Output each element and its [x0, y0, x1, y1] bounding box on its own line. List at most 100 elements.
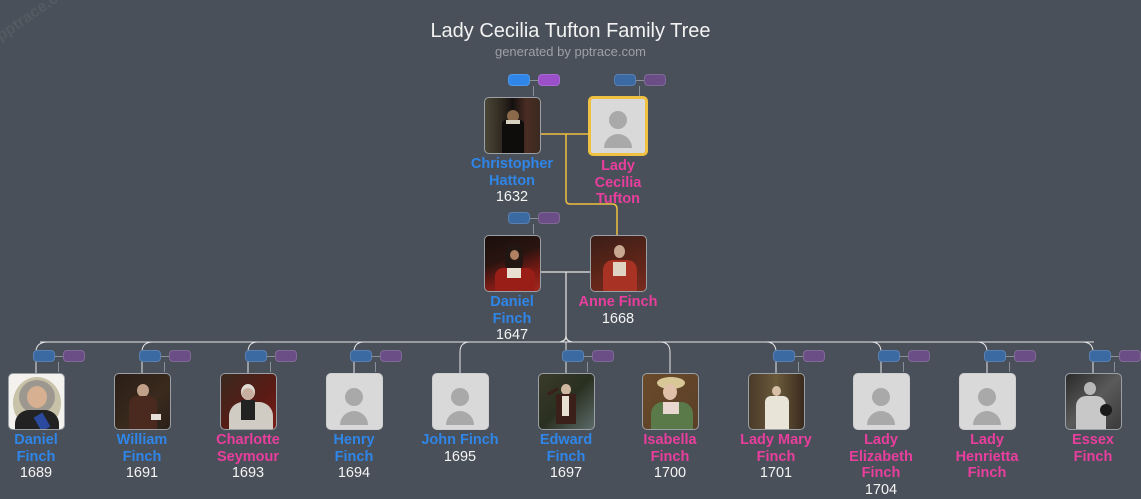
mother-toggle-button[interactable]: [1014, 350, 1036, 362]
avatar-body-shape: [340, 411, 368, 425]
portrait-photo[interactable]: [747, 373, 805, 430]
portrait-photo[interactable]: [219, 373, 277, 430]
father-toggle-button[interactable]: [508, 212, 530, 224]
placeholder-avatar-icon[interactable]: [431, 373, 489, 430]
mother-toggle-button[interactable]: [63, 350, 85, 362]
pill-stem: [58, 362, 59, 372]
father-toggle-button[interactable]: [33, 350, 55, 362]
portrait-photo[interactable]: [641, 373, 699, 430]
mother-toggle-button[interactable]: [538, 74, 560, 86]
pill-connector: [372, 356, 380, 357]
placeholder-avatar-icon[interactable]: [325, 373, 383, 430]
portrait-photo[interactable]: [483, 97, 541, 154]
pill-connector: [795, 356, 803, 357]
mother-toggle-button[interactable]: [169, 350, 191, 362]
birth-year: 1668: [601, 310, 635, 327]
pill-connector: [530, 80, 538, 81]
mother-toggle-button[interactable]: [592, 350, 614, 362]
father-toggle-button[interactable]: [562, 350, 584, 362]
person-name[interactable]: John Finch: [421, 432, 499, 448]
mother-toggle-button[interactable]: [275, 350, 297, 362]
birth-year: 1697: [549, 465, 583, 481]
birth-year: 1695: [443, 448, 477, 465]
avatar-head-shape: [345, 388, 363, 406]
person-card-anne-finch[interactable]: Anne Finch 1668: [563, 235, 673, 327]
portrait-photo[interactable]: [589, 235, 647, 292]
birth-year: 1689: [19, 465, 53, 481]
father-toggle-button[interactable]: [614, 74, 636, 86]
birth-year: 1693: [231, 465, 265, 481]
pill-stem: [798, 362, 799, 372]
birth-year: 1647: [495, 327, 529, 343]
father-toggle-button[interactable]: [1089, 350, 1111, 362]
placeholder-avatar-icon[interactable]: [852, 373, 910, 430]
father-toggle-button[interactable]: [508, 74, 530, 86]
mother-toggle-button[interactable]: [803, 350, 825, 362]
birth-year: 1704: [864, 481, 898, 498]
avatar-body-shape: [867, 411, 895, 425]
avatar-body-shape: [446, 411, 474, 425]
pill-stem: [270, 362, 271, 372]
pill-stem: [903, 362, 904, 372]
father-toggle-button[interactable]: [350, 350, 372, 362]
pill-connector: [55, 356, 63, 357]
avatar-head-shape: [451, 388, 469, 406]
father-toggle-button[interactable]: [773, 350, 795, 362]
birth-year: 1694: [337, 465, 371, 481]
portrait-photo[interactable]: [483, 235, 541, 292]
father-toggle-button[interactable]: [245, 350, 267, 362]
avatar-head-shape: [978, 388, 996, 406]
portrait-photo[interactable]: [7, 373, 65, 430]
father-toggle-button[interactable]: [878, 350, 900, 362]
mother-toggle-button[interactable]: [380, 350, 402, 362]
mother-toggle-button[interactable]: [908, 350, 930, 362]
mother-toggle-button[interactable]: [644, 74, 666, 86]
person-card-john-finch[interactable]: John Finch 1695: [405, 373, 515, 465]
pill-stem: [164, 362, 165, 372]
mother-toggle-button[interactable]: [1119, 350, 1141, 362]
pill-stem: [533, 224, 534, 234]
pill-connector: [900, 356, 908, 357]
portrait-photo[interactable]: [1064, 373, 1122, 430]
placeholder-avatar-icon[interactable]: [588, 96, 648, 156]
pill-connector: [161, 356, 169, 357]
avatar-body-shape: [604, 134, 632, 148]
father-toggle-button[interactable]: [139, 350, 161, 362]
portrait-photo[interactable]: [113, 373, 171, 430]
placeholder-avatar-icon[interactable]: [958, 373, 1016, 430]
pill-stem: [375, 362, 376, 372]
portrait-photo[interactable]: [537, 373, 595, 430]
mother-toggle-button[interactable]: [538, 212, 560, 224]
pill-connector: [1006, 356, 1014, 357]
father-toggle-button[interactable]: [984, 350, 1006, 362]
person-name[interactable]: Anne Finch: [578, 294, 658, 310]
pill-connector: [1111, 356, 1119, 357]
pill-connector: [636, 80, 644, 81]
